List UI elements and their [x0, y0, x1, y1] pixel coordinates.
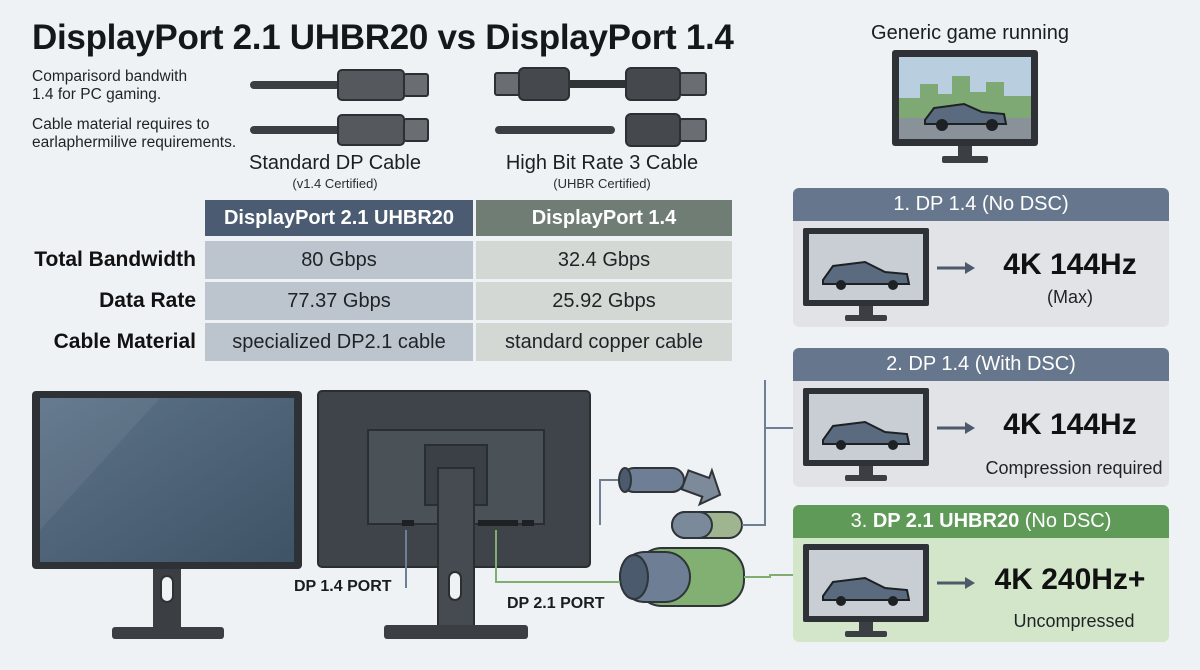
scenario-2-name: DP 1.4 (With DSC) — [908, 353, 1076, 375]
game-label: Generic game running — [871, 22, 1069, 44]
notes-block: Comparisord bandwith 1.4 for PC gaming. … — [32, 68, 236, 152]
note-line-3: Cable material requires to — [32, 116, 210, 133]
table-header-dp14: DisplayPort 1.4 — [476, 200, 732, 236]
note-line-4: earlaphermilive requirements. — [32, 134, 237, 151]
scenario-1-number: 1. — [893, 193, 911, 215]
dp21-port-label: DP 2.1 PORT — [507, 595, 605, 612]
hbr3-cable-label: High Bit Rate 3 Cable — [505, 152, 699, 174]
scenario-1-monitor-icon — [803, 228, 929, 321]
panel-monitors — [803, 228, 975, 637]
rear-monitor-icon — [317, 390, 591, 639]
cell-dp14-cable-material: standard copper cable — [476, 323, 732, 361]
standard-cable-top-icon — [250, 69, 429, 101]
monitor-illustration — [32, 380, 793, 639]
dp14-port-label: DP 1.4 PORT — [294, 578, 392, 595]
scenario-3-monitor-icon — [803, 544, 929, 637]
standard-cable-sub: (v1.4 Certified) — [292, 176, 378, 191]
hbr3-cable-bottom-icon — [495, 113, 707, 147]
dp14-cable-icon — [618, 467, 743, 539]
scenario-1-result: 4K 144Hz — [1003, 248, 1137, 281]
scenario-3-arrow-icon — [937, 577, 975, 589]
scenario-3-name-bold: DP 2.1 UHBR20 — [872, 510, 1020, 532]
cell-dp14-bandwidth: 32.4 Gbps — [476, 241, 732, 279]
scenario-3-result: 4K 240Hz+ — [994, 563, 1146, 596]
hbr3-cable-top-icon — [494, 67, 707, 101]
scenario-2-monitor-icon — [803, 388, 929, 481]
cell-dp21-data-rate: 77.37 Gbps — [205, 282, 473, 320]
standard-cable-label: Standard DP Cable — [249, 152, 421, 174]
scenario-2-number: 2. — [886, 353, 903, 375]
cell-dp21-bandwidth: 80 Gbps — [205, 241, 473, 279]
scenario-2-result: 4K 144Hz — [1003, 408, 1137, 441]
row-label-data-rate: Data Rate — [99, 289, 196, 312]
scenario-2-sub: Compression required — [985, 458, 1163, 478]
game-monitor-icon — [892, 50, 1038, 163]
scenario-3-name-rest: (No DSC) — [1019, 510, 1112, 532]
row-label-bandwidth: Total Bandwidth — [34, 248, 196, 271]
scenario-1-name: DP 1.4 (No DSC) — [915, 193, 1069, 215]
front-monitor-icon — [32, 391, 302, 639]
scenario-3-sub: Uncompressed — [1013, 611, 1135, 631]
page-title: DisplayPort 2.1 UHBR20 vs DisplayPort 1.… — [32, 18, 734, 57]
dp21-cable-icon — [619, 547, 745, 607]
scenario-1-sub: (Max) — [1047, 287, 1093, 307]
scenario-1-header: 1. DP 1.4 (No DSC) — [793, 188, 1169, 221]
scenario-2-header: 2. DP 1.4 (With DSC) — [793, 348, 1169, 381]
hbr3-cable-sub: (UHBR Certified) — [553, 176, 651, 191]
scenario-2-arrow-icon — [937, 422, 975, 434]
cell-dp21-cable-material: specialized DP2.1 cable — [205, 323, 473, 361]
table-header-dp21: DisplayPort 2.1 UHBR20 — [205, 200, 473, 236]
scenario-1-arrow-icon — [937, 262, 975, 274]
cell-dp14-data-rate: 25.92 Gbps — [476, 282, 732, 320]
note-line-1: Comparisord bandwith — [32, 68, 188, 85]
standard-cable-bottom-icon — [250, 114, 429, 146]
note-line-2: 1.4 for PC gaming. — [32, 86, 162, 103]
scenario-3-number: 3. — [850, 510, 868, 532]
scenario-3-header: 3. DP 2.1 UHBR20 (No DSC) — [793, 505, 1169, 538]
row-label-cable-material: Cable Material — [53, 330, 196, 353]
cable-illustrations — [250, 67, 707, 147]
